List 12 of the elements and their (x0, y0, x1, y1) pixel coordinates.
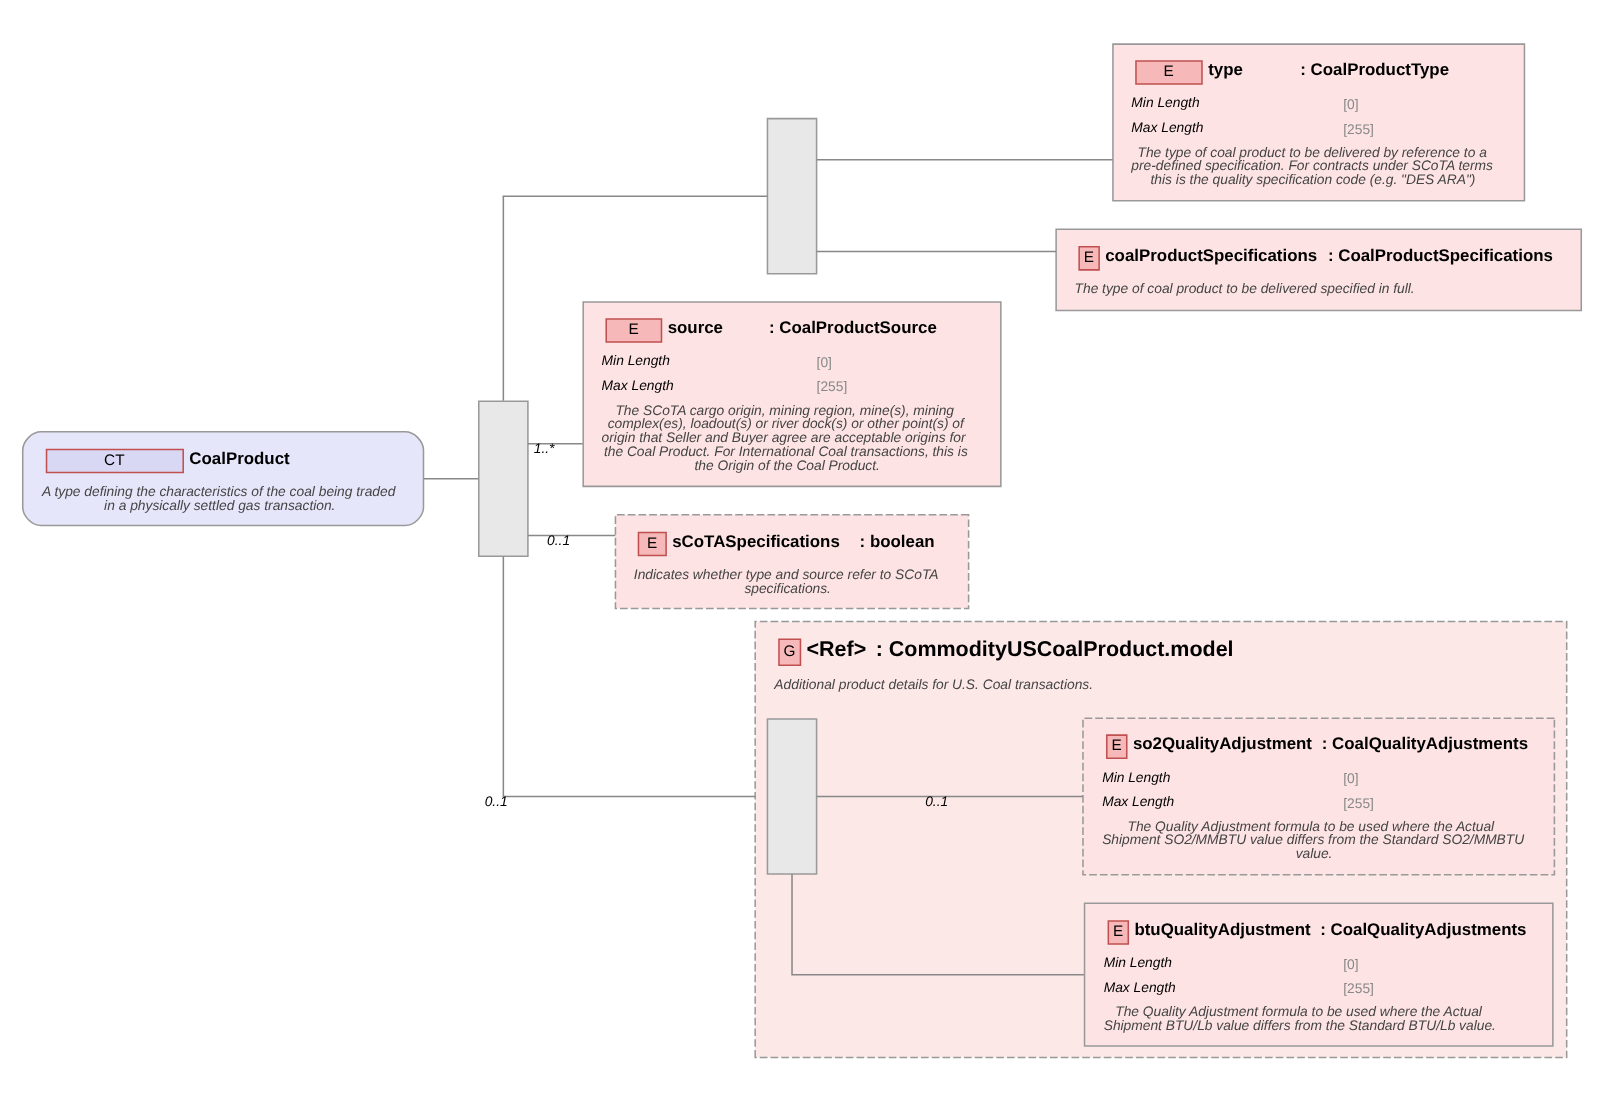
connector (815, 157, 1114, 160)
connector (423, 476, 480, 479)
connector (815, 249, 1057, 252)
connector (791, 872, 1085, 975)
connector (502, 194, 769, 401)
connector (527, 442, 584, 444)
node-box (478, 399, 529, 556)
node-box (766, 717, 818, 874)
connector (815, 794, 1084, 797)
connector (502, 554, 756, 797)
node-box (766, 116, 818, 274)
connector (527, 533, 617, 536)
